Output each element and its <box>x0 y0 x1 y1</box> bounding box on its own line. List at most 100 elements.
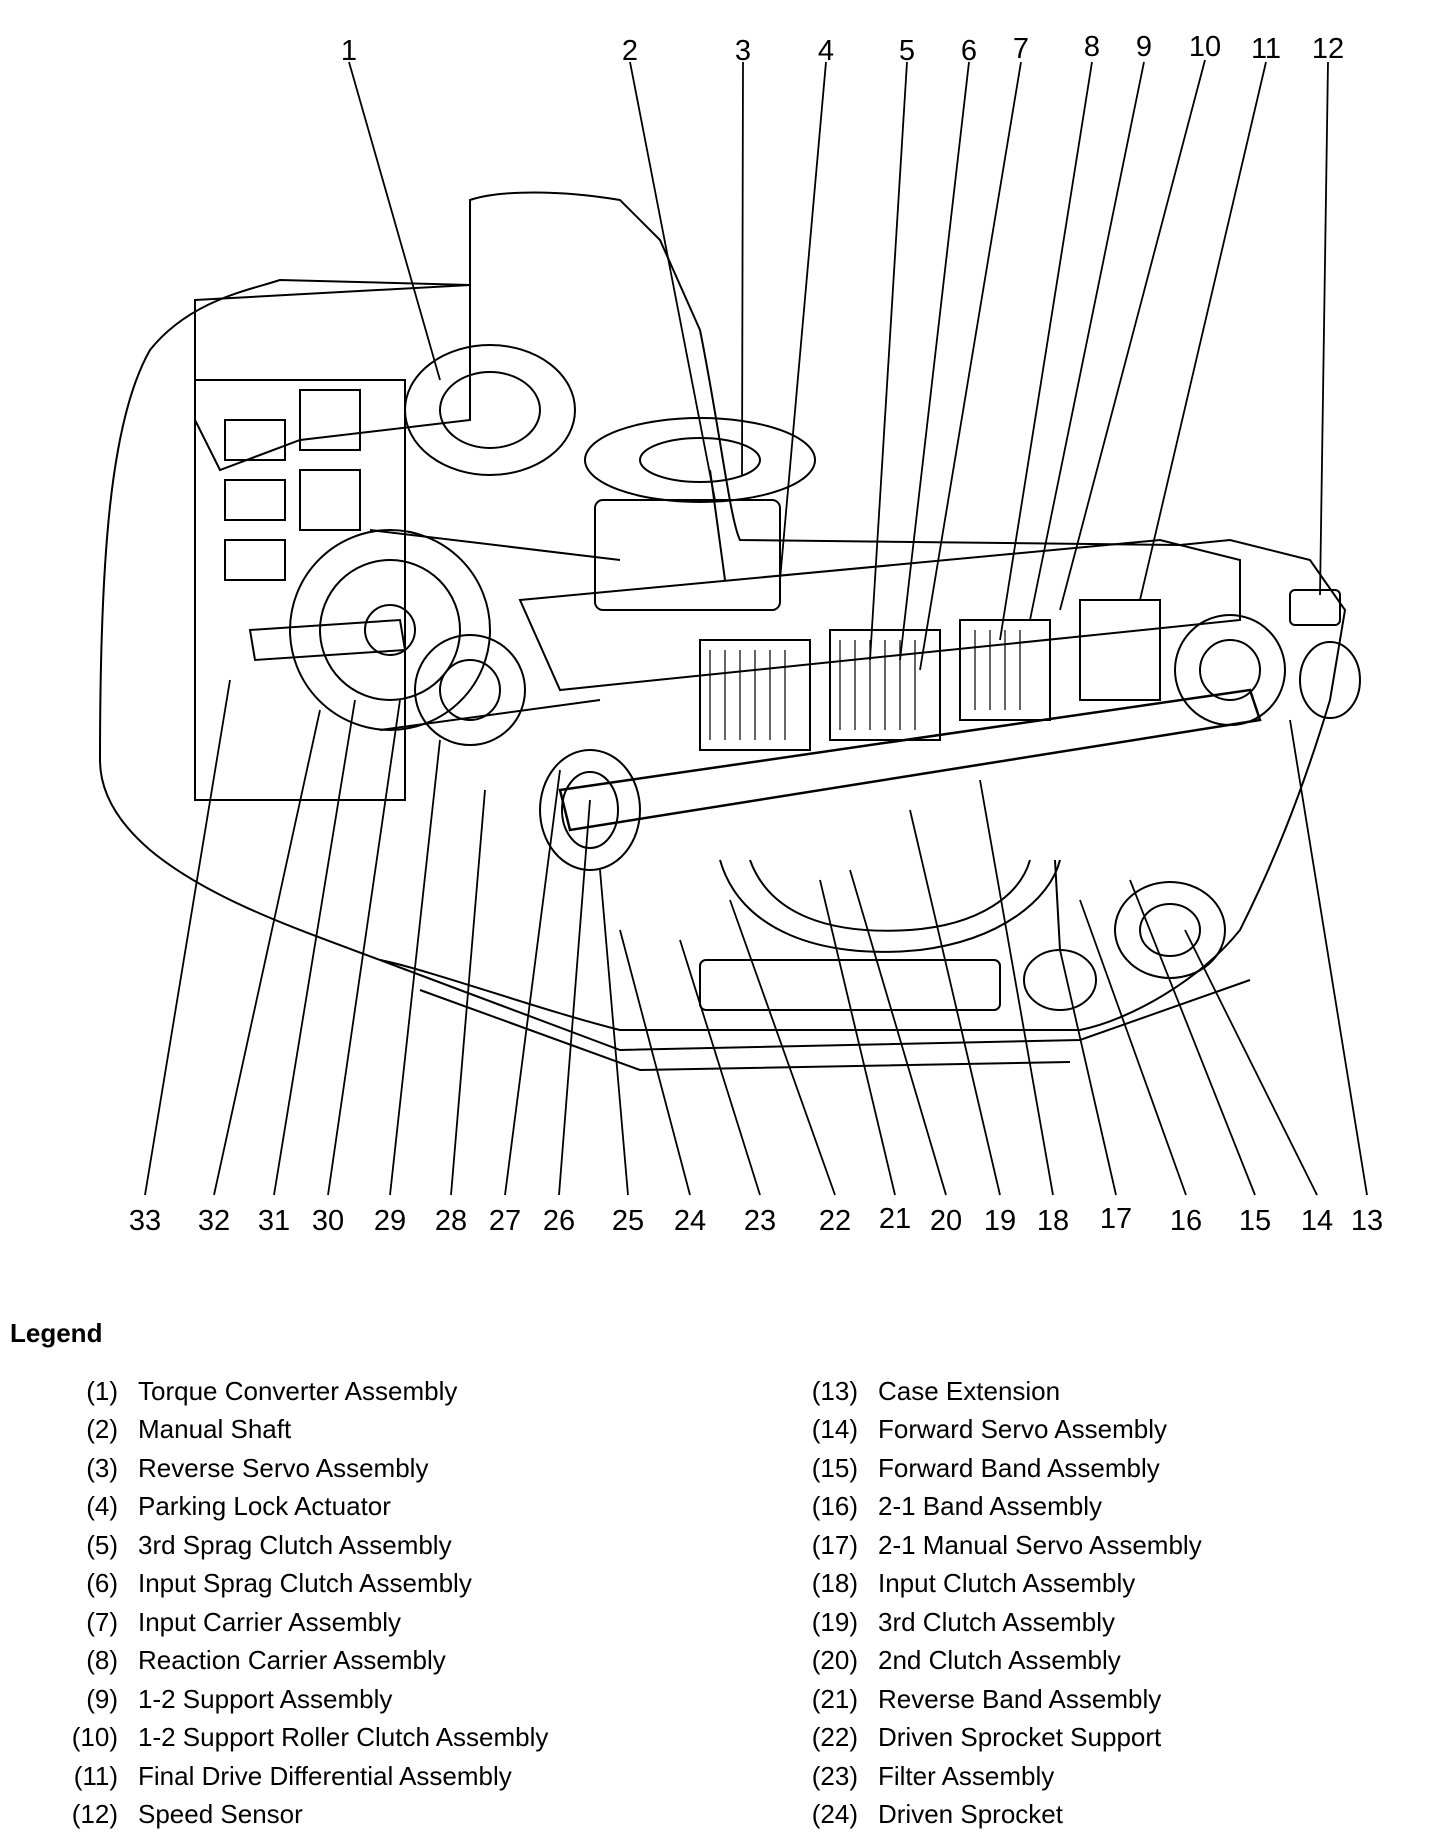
legend-item: (13)Case Extension <box>780 1372 1202 1411</box>
legend-item: (14)Forward Servo Assembly <box>780 1411 1202 1450</box>
callout-7: 7 <box>1013 33 1029 65</box>
callout-19: 19 <box>984 1205 1016 1237</box>
callout-2: 2 <box>622 35 638 67</box>
callout-18: 18 <box>1037 1205 1069 1237</box>
legend: Legend (1)Torque Converter Assembly (2)M… <box>0 1300 1456 1818</box>
legend-item: (7)Input Carrier Assembly <box>40 1603 548 1642</box>
legend-item-number: (1) <box>40 1376 138 1407</box>
legend-column-right: (13)Case Extension (14)Forward Servo Ass… <box>780 1372 1202 1834</box>
callout-32: 32 <box>198 1205 230 1237</box>
callout-21: 21 <box>879 1203 911 1235</box>
callout-12: 12 <box>1312 33 1344 65</box>
legend-item-label: Input Clutch Assembly <box>878 1568 1135 1599</box>
legend-item-number: (15) <box>780 1453 878 1484</box>
legend-item-label: Reverse Band Assembly <box>878 1684 1161 1715</box>
legend-item-label: 1-2 Support Assembly <box>138 1684 392 1715</box>
callout-13: 13 <box>1351 1205 1383 1237</box>
legend-item-number: (11) <box>40 1761 138 1792</box>
legend-item-number: (20) <box>780 1645 878 1676</box>
transmission-illustration <box>100 193 1360 1071</box>
callout-9: 9 <box>1136 31 1152 63</box>
legend-item: (16)2-1 Band Assembly <box>780 1488 1202 1527</box>
legend-item-number: (8) <box>40 1645 138 1676</box>
callout-5: 5 <box>899 35 915 67</box>
callout-24: 24 <box>674 1205 706 1237</box>
legend-item-label: Input Sprag Clutch Assembly <box>138 1568 472 1599</box>
legend-item-label: 3rd Sprag Clutch Assembly <box>138 1530 452 1561</box>
callout-15: 15 <box>1239 1205 1271 1237</box>
legend-item-number: (16) <box>780 1491 878 1522</box>
legend-item-number: (24) <box>780 1799 878 1830</box>
callout-16: 16 <box>1170 1205 1202 1237</box>
legend-item-label: Manual Shaft <box>138 1414 291 1445</box>
legend-item: (19)3rd Clutch Assembly <box>780 1603 1202 1642</box>
legend-item: (12)Speed Sensor <box>40 1796 548 1834</box>
legend-item: (22)Driven Sprocket Support <box>780 1719 1202 1758</box>
legend-item: (5)3rd Sprag Clutch Assembly <box>40 1526 548 1565</box>
legend-item-label: 1-2 Support Roller Clutch Assembly <box>138 1722 548 1753</box>
legend-item-label: Reaction Carrier Assembly <box>138 1645 446 1676</box>
legend-item: (11)Final Drive Differential Assembly <box>40 1757 548 1796</box>
legend-item-label: 2nd Clutch Assembly <box>878 1645 1121 1676</box>
callout-25: 25 <box>612 1205 644 1237</box>
legend-item-label: Driven Sprocket <box>878 1799 1063 1830</box>
callout-29: 29 <box>374 1205 406 1237</box>
callout-14: 14 <box>1301 1205 1333 1237</box>
leader-lines-bottom <box>145 680 1367 1195</box>
legend-item: (23)Filter Assembly <box>780 1757 1202 1796</box>
callout-8: 8 <box>1084 31 1100 63</box>
legend-item: (20)2nd Clutch Assembly <box>780 1642 1202 1681</box>
callout-26: 26 <box>543 1205 575 1237</box>
callout-20: 20 <box>930 1205 962 1237</box>
legend-title: Legend <box>10 1318 102 1349</box>
legend-item-number: (2) <box>40 1414 138 1445</box>
legend-item: (4)Parking Lock Actuator <box>40 1488 548 1527</box>
callout-31: 31 <box>258 1205 290 1237</box>
legend-column-left: (1)Torque Converter Assembly (2)Manual S… <box>40 1372 548 1834</box>
callout-numbers-top: 1 2 3 4 5 6 7 8 9 10 11 12 <box>341 31 1344 67</box>
legend-item: (9)1-2 Support Assembly <box>40 1680 548 1719</box>
legend-item-number: (22) <box>780 1722 878 1753</box>
legend-item-label: Speed Sensor <box>138 1799 303 1830</box>
legend-item: (21)Reverse Band Assembly <box>780 1680 1202 1719</box>
legend-item-number: (19) <box>780 1607 878 1638</box>
legend-item: (6)Input Sprag Clutch Assembly <box>40 1565 548 1604</box>
legend-item-label: Parking Lock Actuator <box>138 1491 391 1522</box>
legend-item: (2)Manual Shaft <box>40 1411 548 1450</box>
legend-item: (18)Input Clutch Assembly <box>780 1565 1202 1604</box>
legend-item-number: (21) <box>780 1684 878 1715</box>
legend-item-number: (4) <box>40 1491 138 1522</box>
callout-22: 22 <box>819 1205 851 1237</box>
legend-item-number: (6) <box>40 1568 138 1599</box>
legend-item-number: (12) <box>40 1799 138 1830</box>
legend-item-label: Reverse Servo Assembly <box>138 1453 428 1484</box>
legend-item-number: (17) <box>780 1530 878 1561</box>
legend-item-number: (9) <box>40 1684 138 1715</box>
legend-item-number: (13) <box>780 1376 878 1407</box>
legend-item-label: Input Carrier Assembly <box>138 1607 401 1638</box>
transmission-cutaway-diagram: 1 2 3 4 5 6 7 8 9 10 11 12 33 32 31 30 2… <box>0 0 1456 1290</box>
legend-item: (24)Driven Sprocket <box>780 1796 1202 1834</box>
callout-28: 28 <box>435 1205 467 1237</box>
callout-23: 23 <box>744 1205 776 1237</box>
legend-item-number: (3) <box>40 1453 138 1484</box>
legend-item-label: Case Extension <box>878 1376 1060 1407</box>
legend-item-number: (10) <box>40 1722 138 1753</box>
callout-33: 33 <box>129 1205 161 1237</box>
legend-item: (17)2-1 Manual Servo Assembly <box>780 1526 1202 1565</box>
legend-item-number: (7) <box>40 1607 138 1638</box>
legend-item-number: (5) <box>40 1530 138 1561</box>
leader-lines-top <box>349 60 1328 670</box>
legend-item-number: (14) <box>780 1414 878 1445</box>
legend-item-label: 2-1 Band Assembly <box>878 1491 1102 1522</box>
legend-item-label: Filter Assembly <box>878 1761 1054 1792</box>
legend-item-number: (18) <box>780 1568 878 1599</box>
legend-item-label: Forward Band Assembly <box>878 1453 1160 1484</box>
legend-item-label: Torque Converter Assembly <box>138 1376 457 1407</box>
legend-item: (3)Reverse Servo Assembly <box>40 1449 548 1488</box>
legend-item-label: Final Drive Differential Assembly <box>138 1761 512 1792</box>
legend-item-label: Driven Sprocket Support <box>878 1722 1161 1753</box>
legend-item: (8)Reaction Carrier Assembly <box>40 1642 548 1681</box>
legend-item-label: Forward Servo Assembly <box>878 1414 1167 1445</box>
legend-item-label: 3rd Clutch Assembly <box>878 1607 1115 1638</box>
